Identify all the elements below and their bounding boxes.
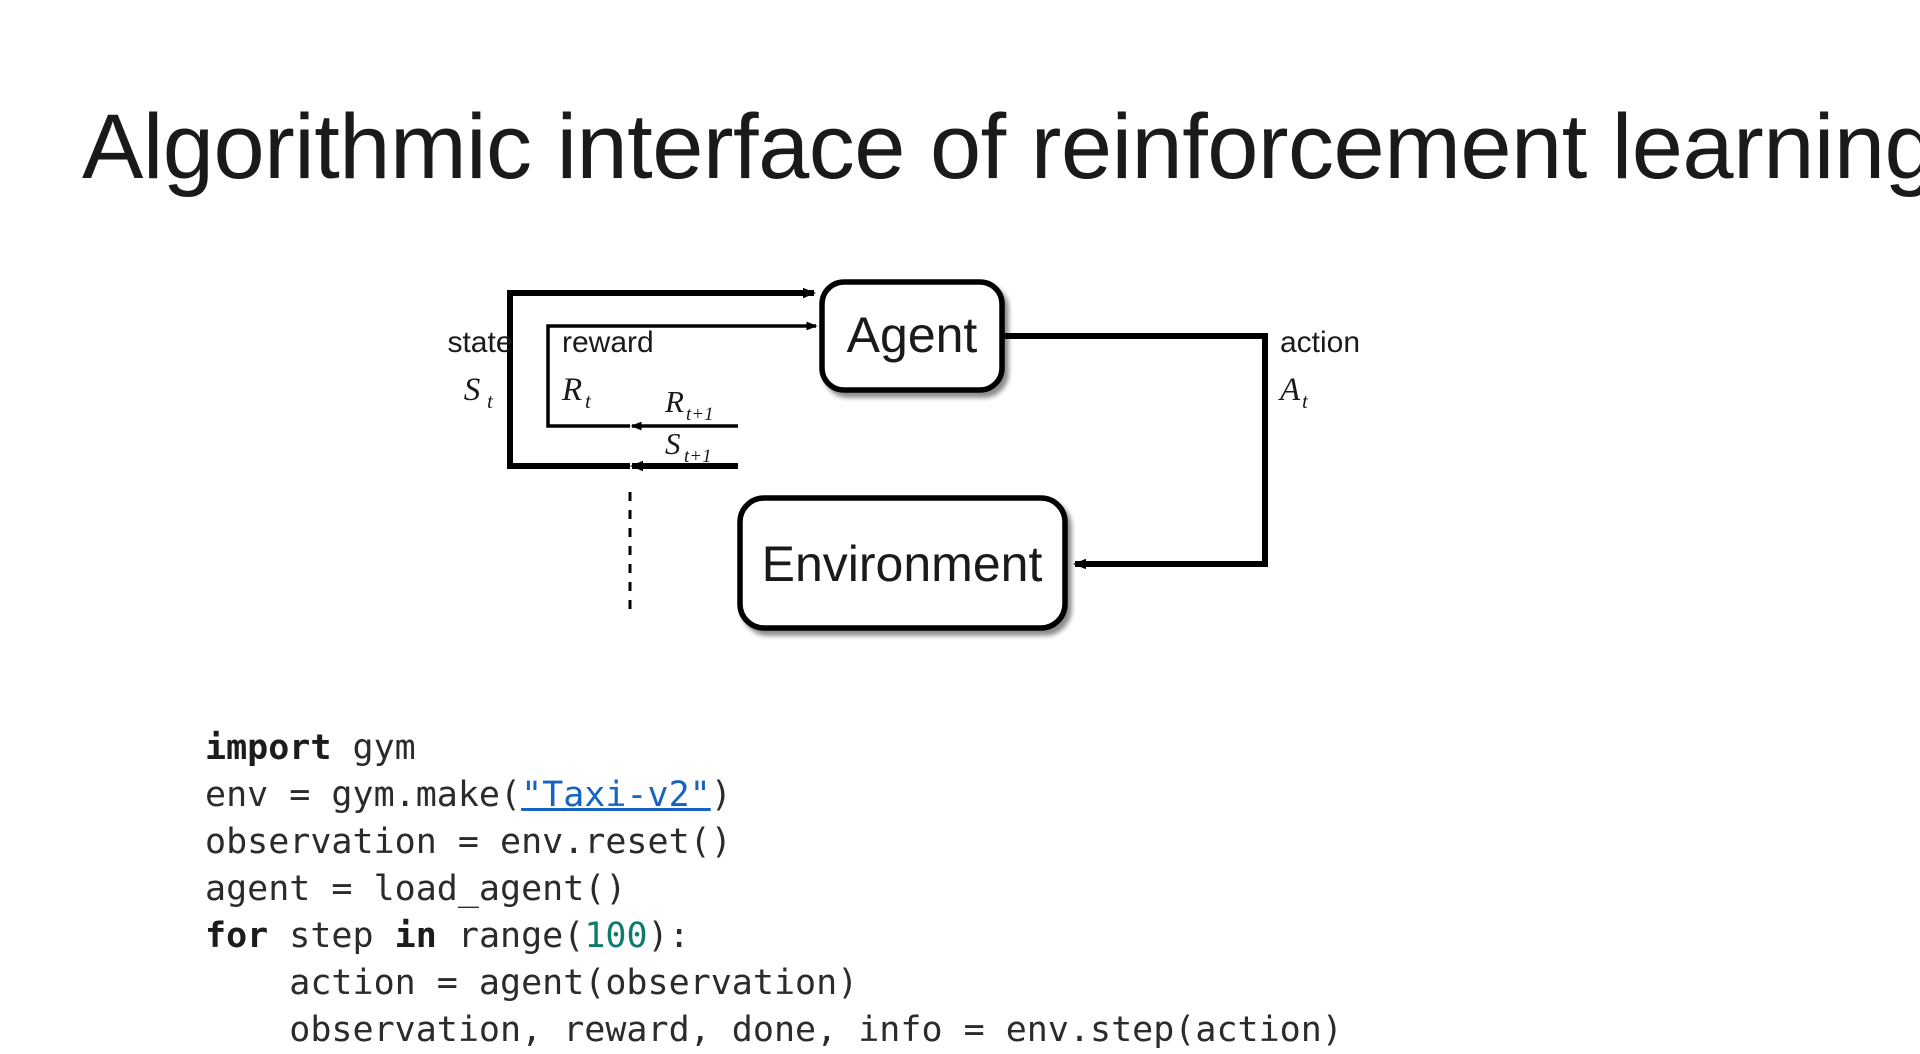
agent-box-label: Agent (847, 307, 978, 363)
code-text: ) (710, 775, 732, 815)
label-action: action A t (1278, 326, 1360, 413)
reward-next-subscript-label: t+1 (686, 404, 714, 425)
label-state-next: S t+1 (665, 426, 712, 467)
code-string-link[interactable]: "Taxi-v2" (521, 775, 711, 815)
page-title: Algorithmic interface of reinforcement l… (82, 95, 1920, 198)
state-next-subscript-label: t+1 (684, 446, 712, 467)
code-line: import gym (205, 728, 416, 768)
action-word-label: action (1280, 326, 1360, 359)
python-code-block: import gym env = gym.make("Taxi-v2") obs… (205, 725, 1343, 1054)
agent-box (819, 279, 1005, 393)
code-text: env = gym.make( (205, 775, 522, 815)
action-symbol-label: A (1278, 372, 1301, 408)
code-line: action = agent(observation) (205, 963, 858, 1003)
label-reward: reward R t (561, 326, 654, 413)
code-text: agent = load_agent() (205, 869, 627, 909)
code-line: env = gym.make("Taxi-v2") (205, 775, 732, 815)
state-word-label: state (447, 326, 512, 359)
reward-loop-path (546, 321, 818, 428)
agent-environment-diagram: Agent Environment state S (380, 240, 1380, 660)
reward-word-label: reward (562, 326, 654, 359)
code-text: step (268, 916, 395, 956)
reward-subscript-label: t (585, 389, 592, 413)
code-text: action = agent(observation) (205, 963, 859, 1003)
code-keyword: in (394, 916, 437, 956)
code-line: observation = env.reset() (205, 822, 732, 862)
diagram-node-agent: Agent (819, 279, 1005, 393)
code-text: ): (647, 916, 690, 956)
label-reward-next: R t+1 (664, 384, 714, 425)
code-number: 100 (584, 916, 648, 956)
edge-action-loop (1004, 333, 1268, 570)
action-subscript-label: t (1302, 389, 1309, 413)
state-next-symbol-label: S (665, 426, 681, 461)
state-subscript-label: t (487, 389, 494, 413)
code-text: gym (331, 728, 416, 768)
code-text: observation = env.reset() (205, 822, 732, 862)
code-line: agent = load_agent() (205, 869, 626, 909)
reward-next-symbol-label: R (664, 384, 684, 419)
edge-reward-loop (546, 321, 818, 431)
environment-box-label: Environment (762, 536, 1043, 592)
diagram-node-environment: Environment (737, 495, 1068, 631)
code-line: for step in range(100): (205, 916, 690, 956)
reward-symbol-label: R (561, 372, 582, 408)
code-line: observation, reward, done, info = env.st… (205, 1010, 1343, 1050)
state-symbol-label: S (464, 372, 481, 408)
code-text: range( (436, 916, 585, 956)
action-loop-path (1004, 333, 1268, 570)
code-text: observation, reward, done, info = env.st… (205, 1010, 1343, 1050)
environment-box (737, 495, 1068, 631)
label-state: state S t (447, 326, 512, 413)
state-loop-path (507, 287, 816, 469)
code-keyword: import (205, 728, 332, 768)
edge-state-loop (507, 287, 816, 472)
code-keyword: for (205, 916, 269, 956)
